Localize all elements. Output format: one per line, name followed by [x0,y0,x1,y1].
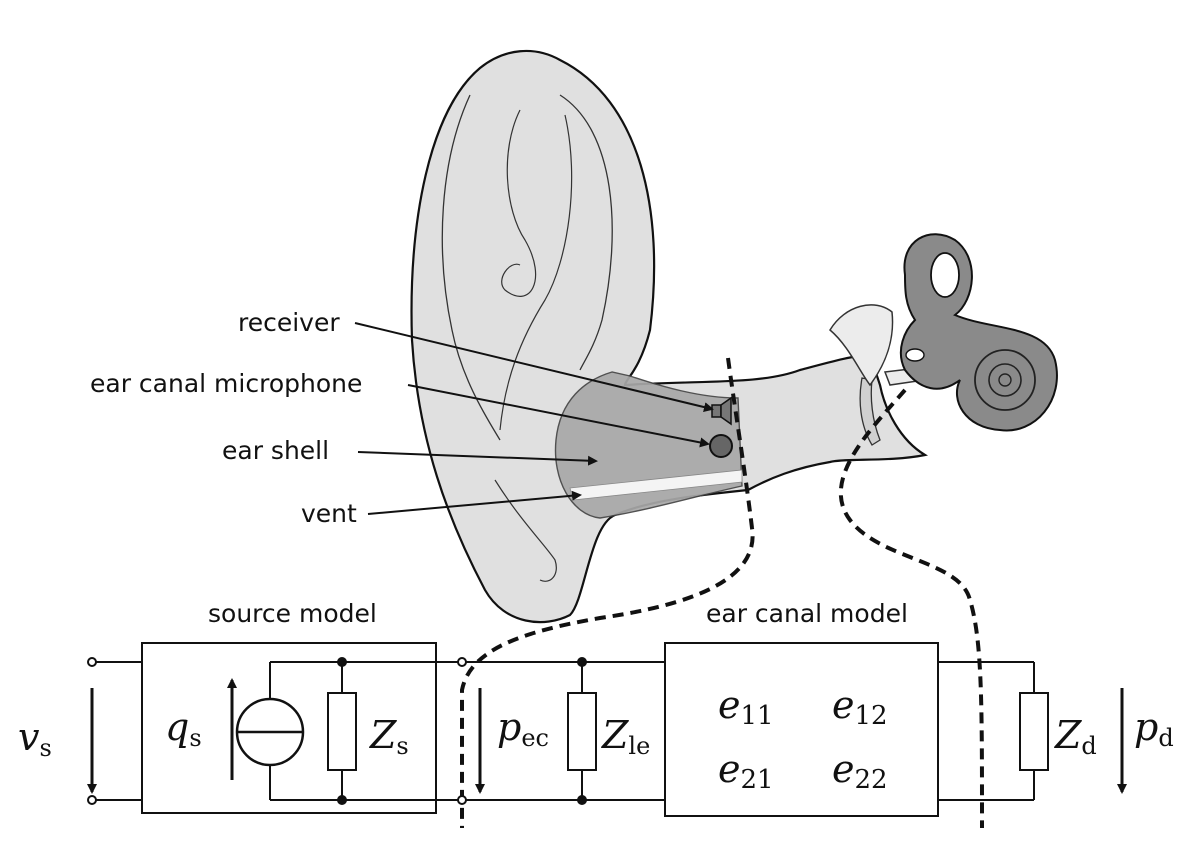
eardrum [859,377,881,446]
symbol-e21: e21 [718,747,774,795]
symbol-zd: Zd [1054,713,1097,760]
circuit [87,642,1127,817]
ear-canal-model-box [664,642,939,817]
terminal-port-top [457,657,467,667]
label-ear-canal-model: ear canal model [706,599,908,628]
inner-ear [899,233,1058,432]
resistor-zs [327,692,357,771]
label-ear-canal-microphone: ear canal microphone [90,369,362,398]
symbol-zs: Zs [369,713,409,760]
antihelix-fold [441,94,501,441]
microphone-icon [709,434,733,458]
ear-anatomy [410,49,1058,624]
label-receiver: receiver [238,308,340,337]
symbol-e12: e12 [832,683,888,731]
leader-receiver [354,322,714,412]
terminal-bottom-left [87,795,97,805]
leader-vent [367,490,582,515]
symbol-e11: e11 [718,683,774,731]
symbol-pec: pec [497,705,549,752]
helix-fold [559,94,613,371]
symbol-zle: Zle [601,713,650,760]
lobe-fold [494,479,557,582]
leader-microphone [407,384,710,448]
leader-ear-shell [357,451,598,466]
dash-left [460,357,755,828]
terminal-top-left [87,657,97,667]
receiver-icon [711,396,732,426]
source-model-box [141,642,437,814]
label-source-model: source model [208,599,377,628]
symbol-pd: pd [1134,705,1174,752]
dash-right [838,388,984,829]
symbol-vs: vs [18,715,52,762]
terminal-port-bottom [457,795,467,805]
scapha-fold [501,109,537,297]
symbol-e22: e22 [832,747,888,795]
concha-fold [499,114,573,431]
resistor-zd [1019,692,1049,771]
ossicles [829,304,894,387]
label-vent: vent [301,499,357,528]
zoom-dashes [460,357,984,829]
annotations: receiver ear canal microphone ear shell … [90,308,714,528]
circuit-symbols: vs qs Zs pec Zle e11 e12 e21 e22 Zd pd [18,683,1174,795]
resistor-zle [567,692,597,771]
symbol-qs: qs [165,705,202,752]
label-ear-shell: ear shell [222,436,329,465]
